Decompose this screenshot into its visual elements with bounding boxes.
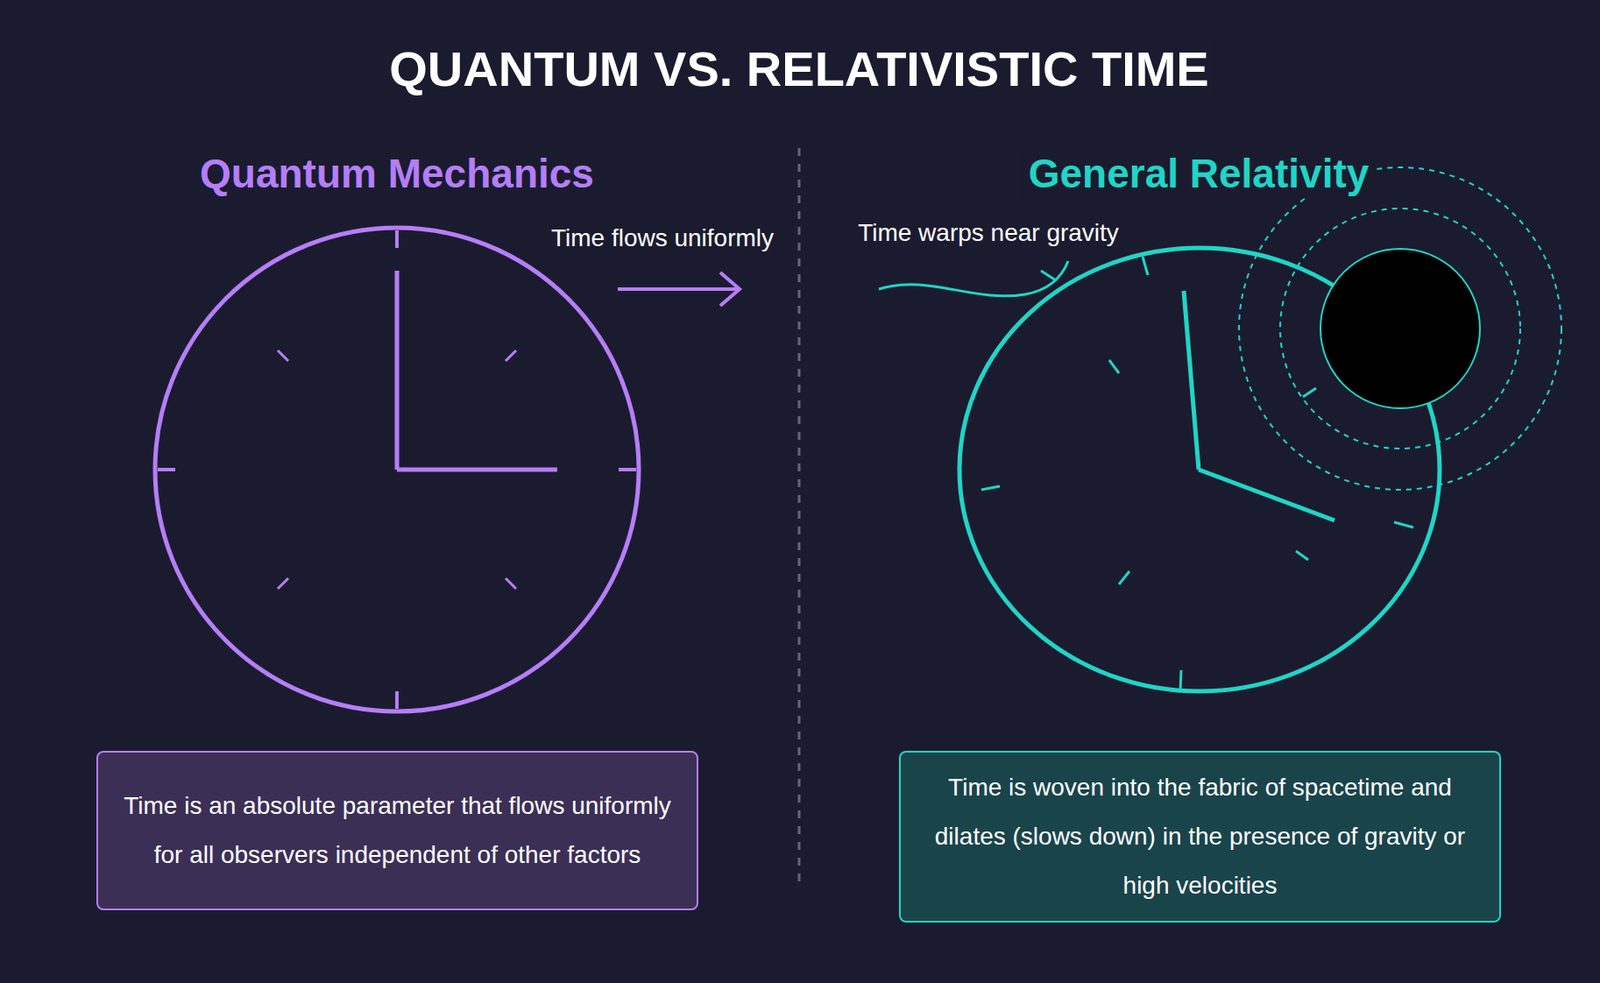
annotation: Time warps near gravity: [852, 218, 1125, 248]
clock-tick: [1109, 360, 1119, 374]
clock-hand: [1198, 469, 1335, 521]
panel-heading: General Relativity: [1023, 149, 1375, 199]
clock-tick: [1180, 670, 1182, 691]
clock-tick: [395, 230, 399, 248]
description-text: Time is woven into the fabric of spaceti…: [921, 763, 1479, 911]
description-text: Time is an absolute parameter that flows…: [119, 781, 676, 880]
uniform-clock: [155, 227, 740, 712]
black-hole: [1320, 248, 1480, 409]
warp-tick: [1040, 270, 1056, 281]
clock-tick: [1118, 571, 1130, 585]
clock-tick: [618, 467, 637, 472]
clock-tick: [395, 691, 399, 709]
clock-tick: [1394, 522, 1414, 528]
description-box: Time is an absolute parameter that flows…: [96, 750, 699, 911]
annotation: Time flows uniformly: [545, 223, 779, 254]
clock-hand: [395, 270, 400, 470]
clock-tick: [981, 486, 1000, 490]
clock-tick: [157, 467, 176, 472]
clock-tick: [277, 578, 289, 589]
panel-heading: Quantum Mechanics: [194, 149, 600, 199]
clock-tick: [1302, 388, 1317, 397]
title: QUANTUM VS. RELATIVISTIC TIME: [383, 39, 1214, 99]
clock-hand: [1183, 290, 1199, 470]
clock-tick: [1295, 551, 1309, 560]
clock-face: [155, 227, 639, 712]
gravity-ring: [1238, 167, 1562, 490]
gravity-ring: [1280, 208, 1521, 449]
clock-hand: [396, 467, 558, 473]
clock-tick: [505, 578, 517, 589]
clock-tick: [277, 350, 289, 362]
flow-arrow: [617, 287, 738, 291]
divider: [798, 148, 801, 883]
warp-wave: [878, 261, 1069, 297]
arrow-head: [720, 272, 740, 306]
description-box: Time is woven into the fabric of spaceti…: [899, 750, 1501, 923]
clock-tick: [1142, 256, 1148, 276]
clock-tick: [505, 350, 517, 362]
